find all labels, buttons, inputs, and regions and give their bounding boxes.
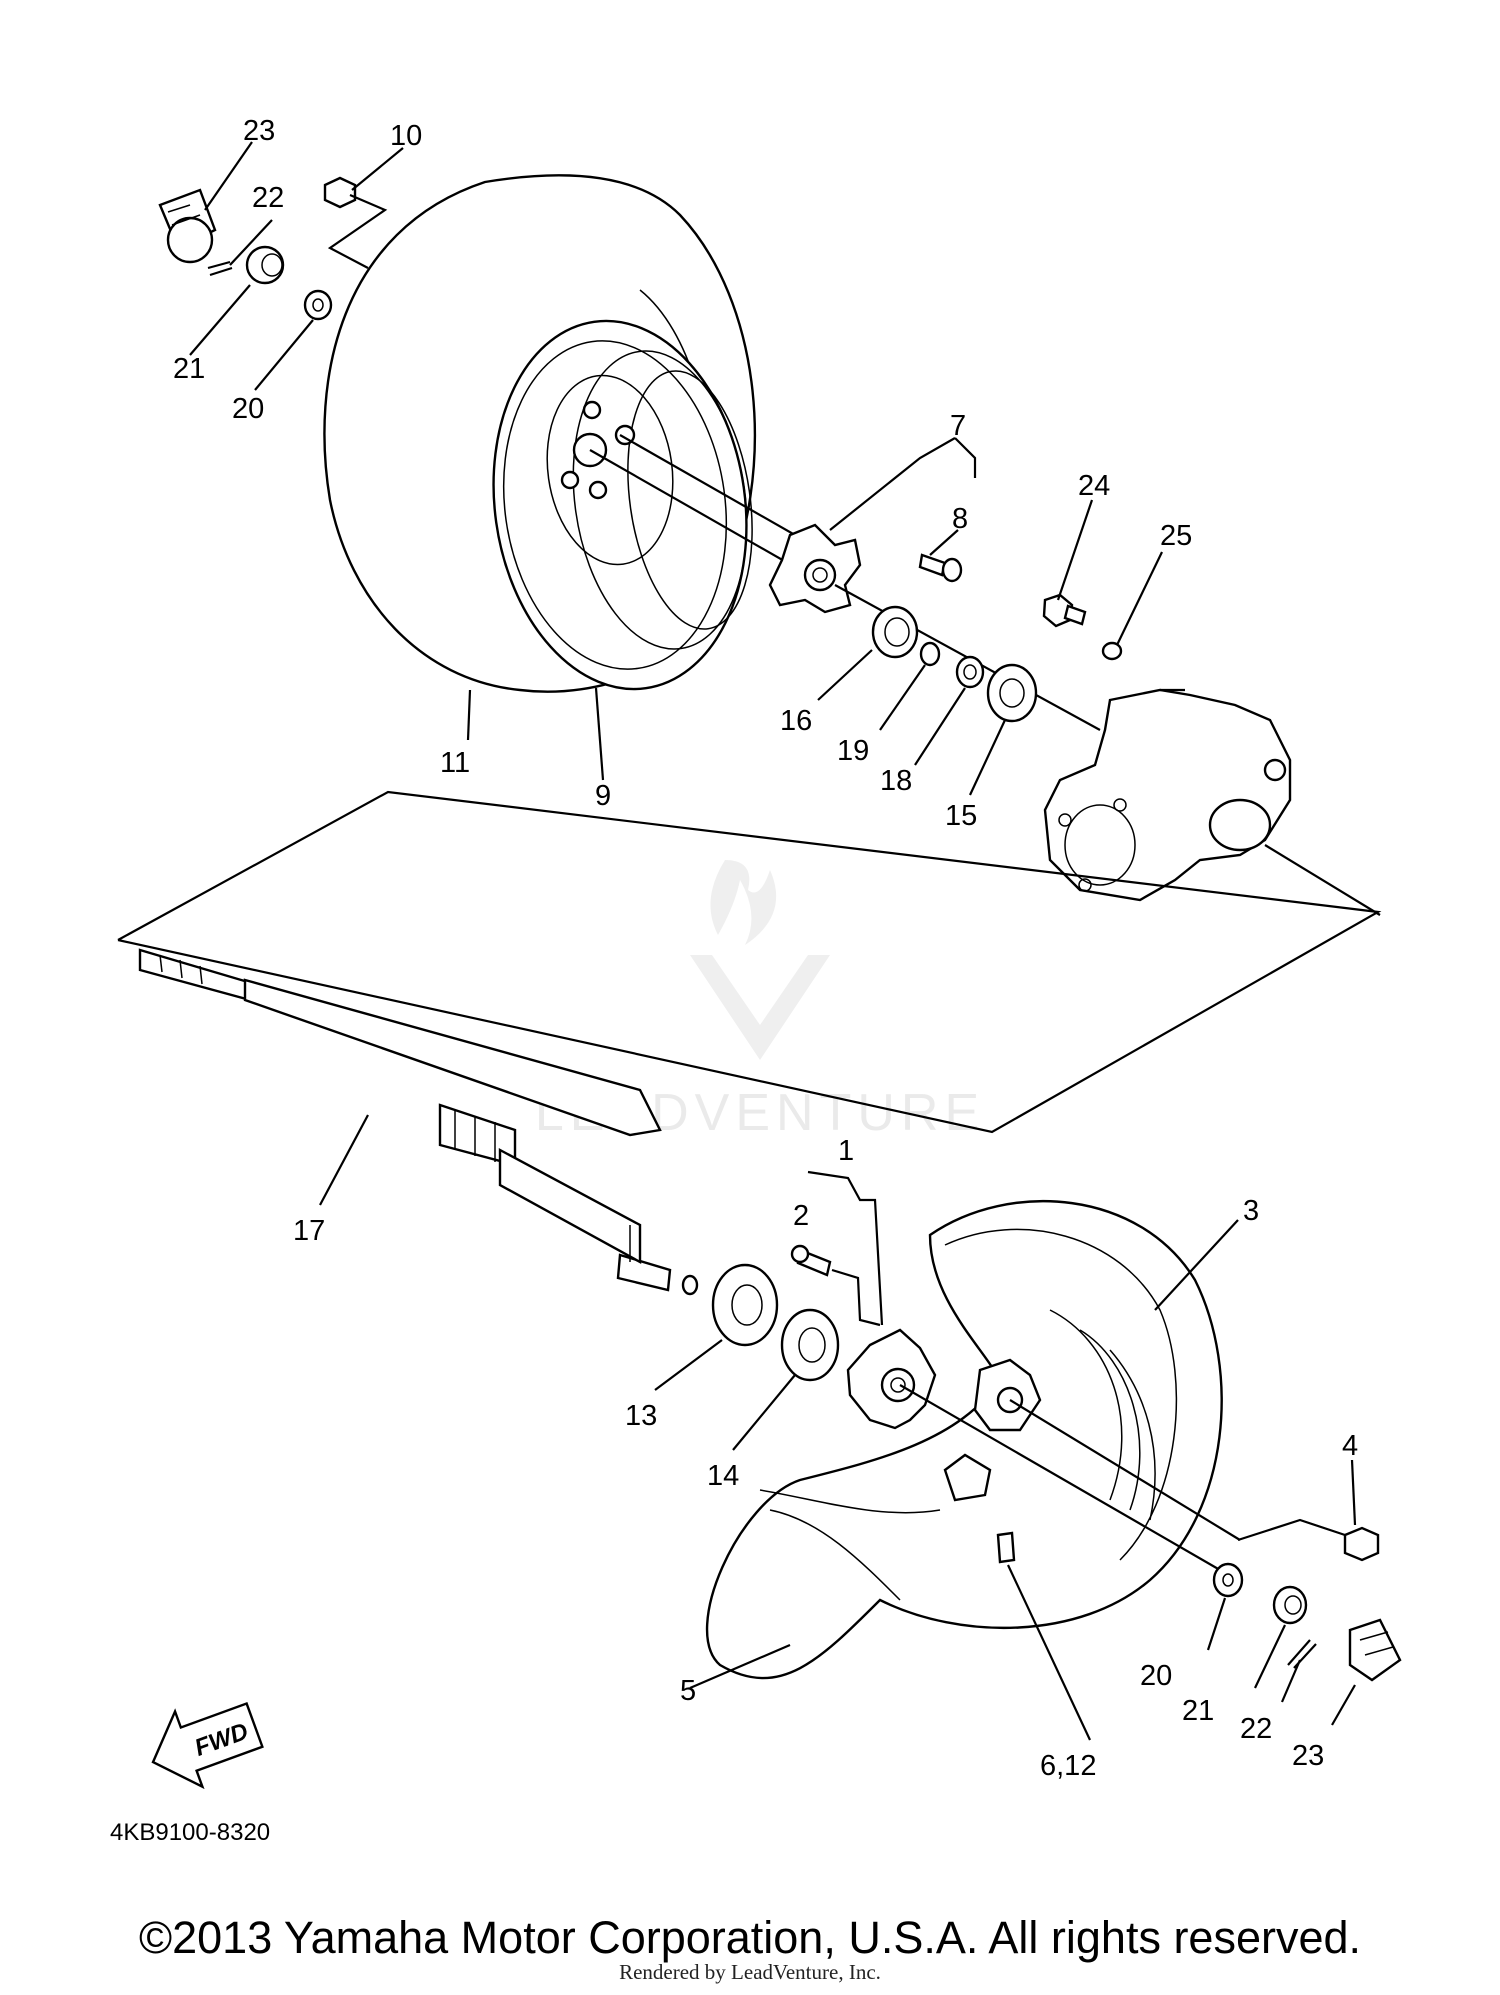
valve-6-12 xyxy=(996,1531,1016,1564)
callout-20-bottom: 20 xyxy=(1140,1660,1172,1692)
upper-left-fasteners xyxy=(158,176,388,321)
fwd-arrow: FWD xyxy=(151,1702,264,1790)
leader-lines xyxy=(189,141,1357,1741)
bearing-15 xyxy=(986,663,1038,723)
callout-3: 3 xyxy=(1243,1195,1259,1227)
callout-20-top: 20 xyxy=(232,393,264,425)
callout-2: 2 xyxy=(793,1200,809,1232)
callout-22-top: 22 xyxy=(252,182,284,214)
diagram-code: 4KB9100-8320 xyxy=(110,1819,270,1846)
callout-24: 24 xyxy=(1078,470,1110,502)
callout-11: 11 xyxy=(440,747,470,779)
castle-nut-21-top xyxy=(245,245,285,285)
callout-14: 14 xyxy=(707,1460,739,1492)
callout-10: 10 xyxy=(390,120,422,152)
callout-19: 19 xyxy=(837,735,869,767)
upper-wheel-assembly xyxy=(323,174,1381,916)
callout-7: 7 xyxy=(950,410,966,442)
copyright-notice: ©2013 Yamaha Motor Corporation, U.S.A. A… xyxy=(138,1912,1362,1963)
bearing-16 xyxy=(871,605,919,659)
callout-17: 17 xyxy=(293,1215,325,1247)
callout-18: 18 xyxy=(880,765,912,797)
callout-5: 5 xyxy=(680,1675,696,1707)
cotter-pin-22-top xyxy=(207,260,233,277)
castle-nut-21-bottom xyxy=(1272,1585,1308,1625)
cap-23-bottom xyxy=(1348,1618,1402,1682)
callout-16: 16 xyxy=(780,705,812,737)
callout-6-12: 6,12 xyxy=(1040,1750,1096,1782)
oring-19 xyxy=(919,641,941,667)
callout-25: 25 xyxy=(1160,520,1192,552)
lower-wheel-assembly xyxy=(705,1170,1402,1682)
cotter-pin-22-bottom xyxy=(1287,1639,1317,1669)
bearing-13 xyxy=(711,1263,779,1347)
washer-25 xyxy=(1101,641,1123,661)
rendered-by-note: Rendered by LeadVenture, Inc. xyxy=(619,1960,881,1984)
bolt-8 xyxy=(918,553,947,577)
washer-20-bottom xyxy=(1212,1562,1244,1598)
nut-10 xyxy=(323,176,357,209)
tire-5 xyxy=(705,1200,1223,1680)
nut-4 xyxy=(1343,1526,1380,1562)
spacer-18 xyxy=(955,655,985,689)
fwd-arrow-icon xyxy=(151,1702,264,1790)
callout-21-bottom: 21 xyxy=(1182,1695,1214,1727)
callout-22-bottom: 22 xyxy=(1240,1713,1272,1745)
callout-labels: 23 10 22 21 20 7 8 24 25 16 19 18 15 11 … xyxy=(173,115,1358,1782)
callout-9: 9 xyxy=(595,780,611,812)
callout-4: 4 xyxy=(1342,1430,1358,1462)
reference-box xyxy=(117,790,1382,1134)
callout-13: 13 xyxy=(625,1400,657,1432)
axle-17 xyxy=(138,948,699,1296)
final-drive-case xyxy=(1043,688,1292,902)
washer-20-top xyxy=(303,289,333,321)
callout-21-top: 21 xyxy=(173,353,205,385)
callout-1: 1 xyxy=(838,1135,854,1167)
callout-15: 15 xyxy=(945,800,977,832)
callout-8: 8 xyxy=(952,503,968,535)
seal-14 xyxy=(780,1308,840,1382)
callout-23-bottom: 23 xyxy=(1292,1740,1324,1772)
callout-23-top: 23 xyxy=(243,115,275,147)
